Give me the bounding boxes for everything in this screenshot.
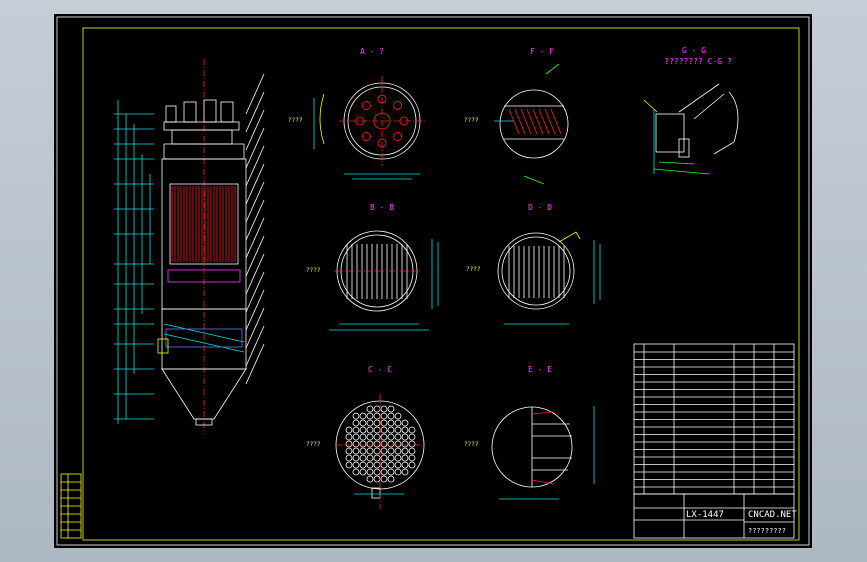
leader-note-1: ???? — [288, 117, 303, 124]
section-aa-title: A - ? — [360, 47, 384, 56]
section-bb-title: B - B — [370, 203, 394, 212]
section-a-view: A - ? — [313, 47, 426, 180]
section-f-view: F - F — [494, 47, 569, 185]
inner-frame — [82, 27, 800, 541]
section-cc-title: C - C — [368, 365, 392, 374]
section-e-view: E - E — [491, 365, 595, 500]
leader-note-3: ???? — [306, 267, 321, 274]
section-ff-title: F - F — [530, 47, 554, 56]
section-ee-title: E - E — [528, 365, 552, 374]
drawing-name: ????????? — [748, 527, 786, 535]
leader-note-6: ???? — [464, 441, 479, 448]
vessel-elevation — [114, 59, 265, 434]
section-b-view: B - B — [329, 203, 439, 331]
drawing-sheet: A - ? F - F — [56, 16, 810, 546]
title-block: LX-1447 CNCAD.NET ????????? — [633, 493, 797, 539]
section-gg-subtitle: ???????? C-G ? — [664, 57, 732, 66]
leader-note-4: ???? — [466, 266, 481, 273]
section-gg-title: G - G — [682, 46, 706, 55]
section-g-view: G - G ???????? C-G ? — [643, 46, 739, 175]
site-label: CNCAD.NET — [748, 510, 797, 520]
leader-note-5: ???? — [306, 441, 321, 448]
left-strip-table — [60, 473, 82, 539]
parts-list-table — [633, 343, 795, 495]
section-dd-title: D - D — [528, 203, 552, 212]
section-d-view: D - D — [497, 203, 601, 325]
section-c-view: C - C — [335, 365, 425, 509]
drawing-canvas[interactable]: A - ? F - F — [54, 14, 812, 548]
outer-frame — [56, 16, 810, 546]
leader-note-2: ???? — [464, 117, 479, 124]
drawing-number: LX-1447 — [686, 510, 724, 520]
